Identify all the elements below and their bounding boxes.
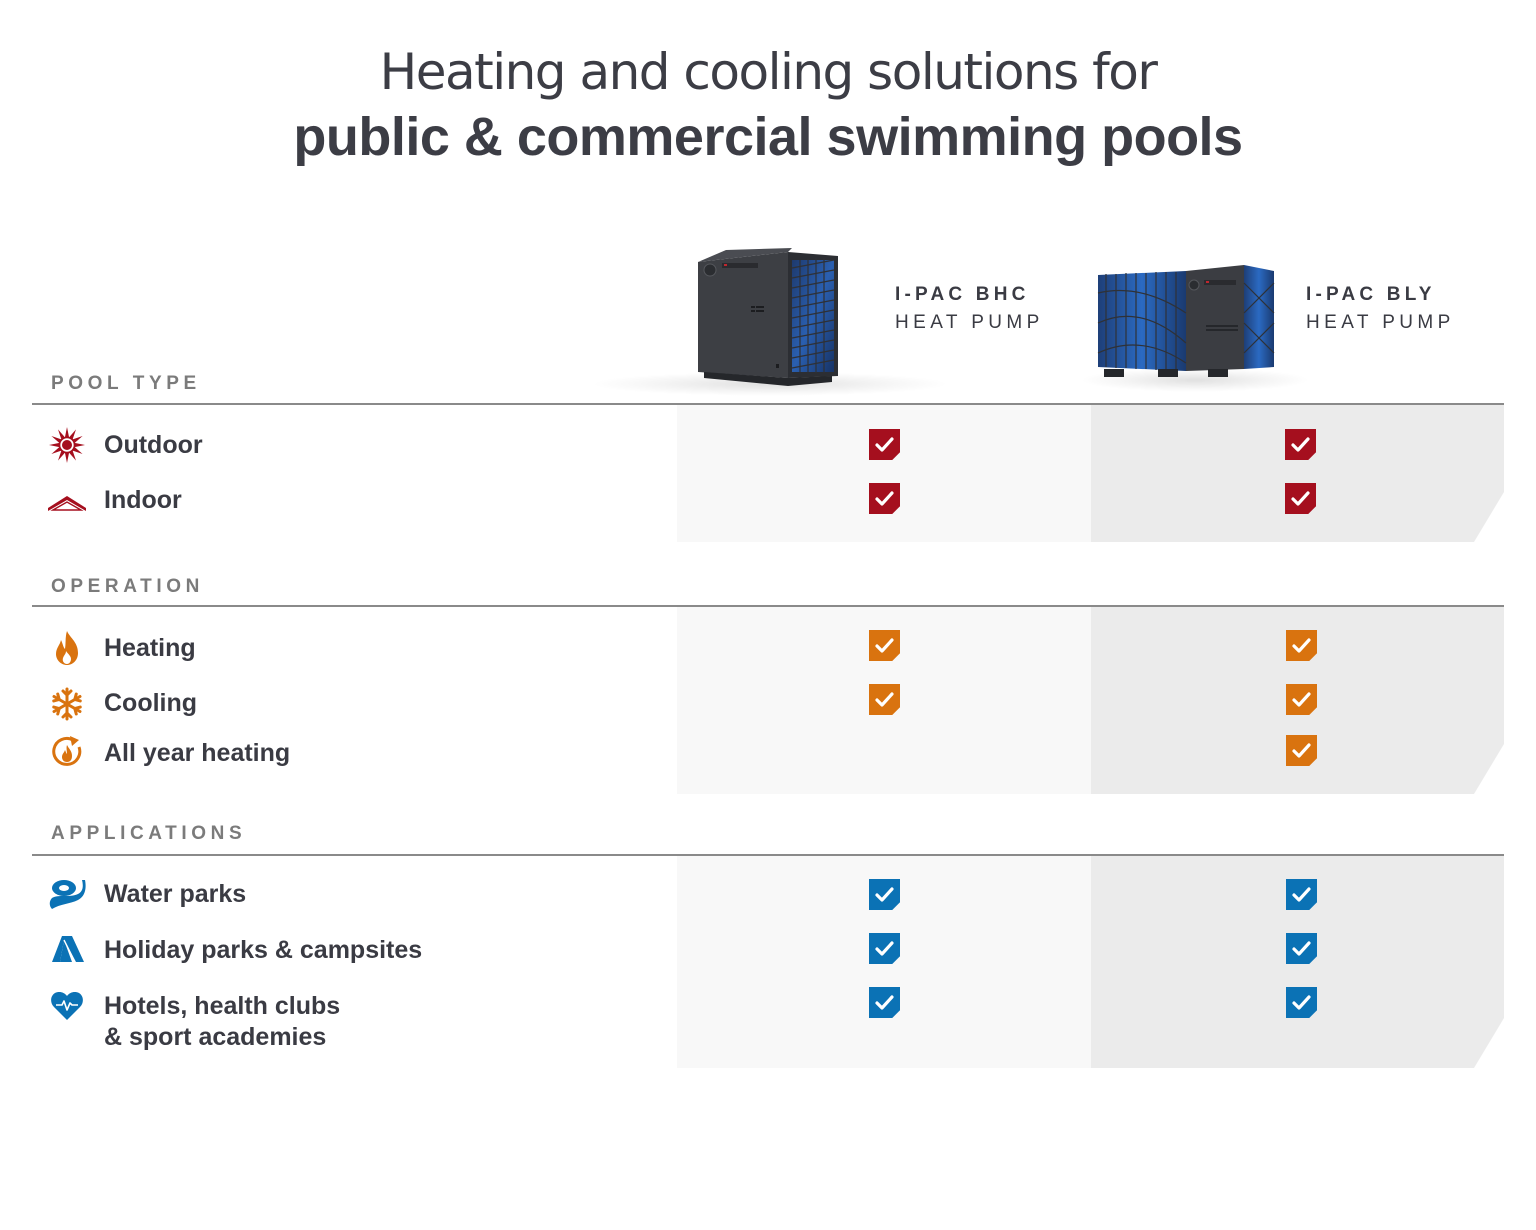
snowflake-icon xyxy=(52,687,82,721)
section-divider xyxy=(32,854,1504,856)
checkmark-icon-outdoor-bly xyxy=(1285,429,1316,460)
checkmark-icon-water-parks-bhc xyxy=(869,879,900,910)
section-divider xyxy=(32,605,1504,607)
row-label-hotels-line-2: & sport academies xyxy=(104,1023,327,1051)
checkmark-icon-cooling-bhc xyxy=(869,684,900,715)
sun-icon xyxy=(49,427,85,463)
checkmark-icon-all-year-heating-bly xyxy=(1286,735,1317,766)
row-label-indoor: Indoor xyxy=(104,486,182,514)
checkmark-icon-heating-bhc xyxy=(869,630,900,661)
checkmark-icon-cooling-bly xyxy=(1286,684,1317,715)
product-subtitle-bly: HEAT PUMP xyxy=(1306,312,1455,333)
section-label-applications: APPLICATIONS xyxy=(51,823,247,844)
checkmark-icon-indoor-bhc xyxy=(869,483,900,514)
row-label-cooling: Cooling xyxy=(104,689,198,717)
checkmark-icon-outdoor-bhc xyxy=(869,429,900,460)
product-name-bhc: I-PAC BHC xyxy=(895,284,1030,305)
row-label-all-year-heating: All year heating xyxy=(104,739,291,767)
row-label-outdoor: Outdoor xyxy=(104,431,203,459)
cycle-flame-icon xyxy=(52,736,82,766)
checkmark-icon-indoor-bly xyxy=(1285,483,1316,514)
title-line-2: public & commercial swimming pools xyxy=(293,107,1243,167)
flame-icon xyxy=(56,631,78,665)
bly-column-pool-type xyxy=(1091,405,1504,542)
product-subtitle-bhc: HEAT PUMP xyxy=(895,312,1044,333)
section-divider xyxy=(32,403,1504,405)
tent-icon xyxy=(52,936,84,963)
checkmark-icon-holiday-parks-bhc xyxy=(869,933,900,964)
roof-icon xyxy=(48,496,86,511)
title-line-1: Heating and cooling solutions for xyxy=(379,43,1158,101)
page-title: Heating and cooling solutions for public… xyxy=(0,40,1536,170)
checkmark-icon-hotels-bhc xyxy=(869,987,900,1018)
row-label-hotels-line-1: Hotels, health clubs xyxy=(104,992,341,1020)
row-label-heating: Heating xyxy=(104,634,196,662)
checkmark-icon-heating-bly xyxy=(1286,630,1317,661)
row-label-hotels: Hotels, health clubs & sport academies xyxy=(104,991,340,1053)
product-name-bly: I-PAC BLY xyxy=(1306,284,1436,305)
checkmark-icon-holiday-parks-bly xyxy=(1286,933,1317,964)
section-label-pool-type: POOL TYPE xyxy=(51,373,201,394)
section-label-operation: OPERATION xyxy=(51,576,204,597)
heat-pump-vertical-unit-image xyxy=(698,248,838,386)
row-label-water-parks: Water parks xyxy=(104,880,247,908)
bhc-column-pool-type xyxy=(677,405,1091,542)
row-label-holiday-parks: Holiday parks & campsites xyxy=(104,936,423,964)
water-slide-icon xyxy=(49,880,86,909)
checkmark-icon-water-parks-bly xyxy=(1286,879,1317,910)
checkmark-icon-hotels-bly xyxy=(1286,987,1317,1018)
heart-pulse-icon xyxy=(51,992,83,1020)
heat-pump-horizontal-unit-image xyxy=(1097,265,1275,377)
